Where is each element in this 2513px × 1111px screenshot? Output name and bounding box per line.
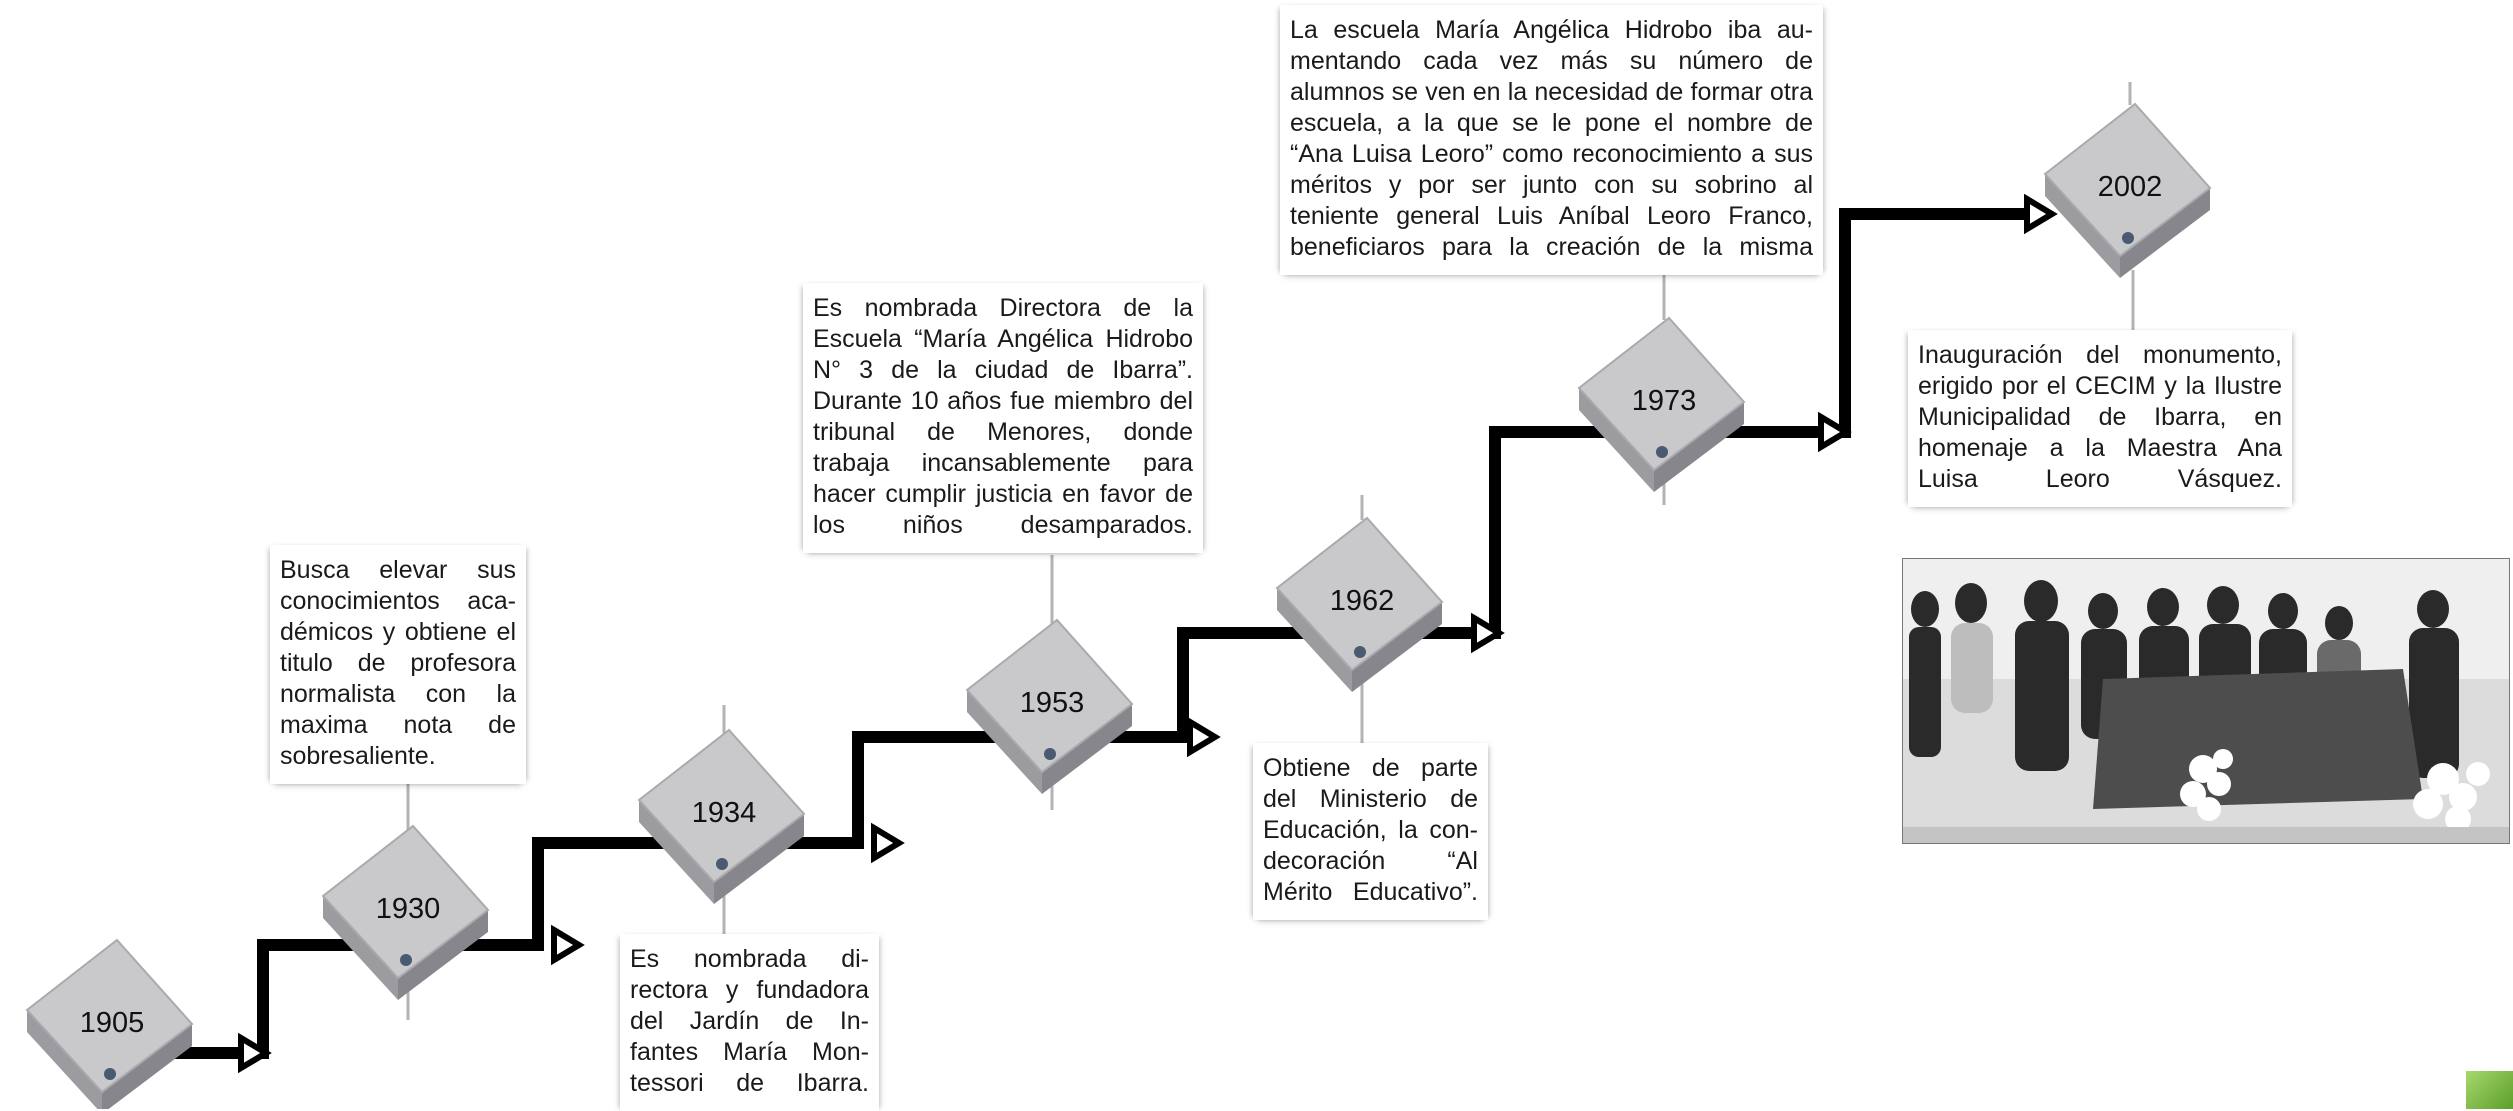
note-1930: Busca elevar sus conocimientos aca­démic…: [270, 545, 526, 784]
year-cube-2002: 2002: [2043, 102, 2212, 278]
year-cube-1973: 1973: [1577, 316, 1746, 492]
year-cube-face: [25, 938, 194, 1094]
corner-accent: [2466, 1071, 2513, 1109]
arrowhead-7: [2024, 193, 2058, 235]
year-label-1973: 1973: [1632, 385, 1697, 417]
year-label-1905: 1905: [80, 1007, 145, 1039]
arrowhead-3: [871, 822, 905, 864]
year-label-1930: 1930: [376, 893, 441, 925]
note-1934: Es nombrada di­rectora y fundado­ra del …: [620, 934, 879, 1111]
note-2002: Inauguración del monumento, erigido por …: [1908, 330, 2292, 507]
arrowhead-1: [238, 1032, 272, 1074]
year-cube-face: [2043, 102, 2212, 258]
arrowhead-6: [1818, 411, 1852, 453]
year-label-1962: 1962: [1330, 585, 1395, 617]
year-cube-1962: 1962: [1275, 516, 1444, 692]
year-cube-1905: 1905: [25, 938, 194, 1109]
arrowhead-4: [1187, 716, 1221, 758]
arrowhead-2: [551, 924, 585, 966]
group-photo-image: [1903, 559, 2509, 843]
year-cube-1953: 1953: [965, 618, 1134, 794]
year-cube-face: [965, 618, 1134, 774]
arrowheads: [238, 193, 2058, 1074]
arrowhead-5: [1471, 612, 1505, 654]
year-cube-face: [321, 824, 490, 980]
year-cube-face: [1577, 316, 1746, 472]
note-1962: Obtiene de parte del Ministerio de Educa…: [1253, 743, 1488, 920]
year-label-2002: 2002: [2098, 171, 2163, 203]
year-cube-face: [637, 728, 806, 884]
year-label-1953: 1953: [1020, 687, 1085, 719]
group-photo: [1902, 558, 2510, 844]
year-cubes: 1905 1930 1934 1953 1962 1973 2002: [25, 102, 2212, 1109]
year-cube-1934: 1934: [637, 728, 806, 904]
note-1973: La escuela María Angélica Hidrobo iba au…: [1280, 5, 1823, 275]
note-1953: Es nombrada Directora de la Escuela “Mar…: [803, 283, 1203, 553]
year-label-1934: 1934: [692, 797, 757, 829]
year-cube-1930: 1930: [321, 824, 490, 1000]
year-cube-face: [1275, 516, 1444, 672]
